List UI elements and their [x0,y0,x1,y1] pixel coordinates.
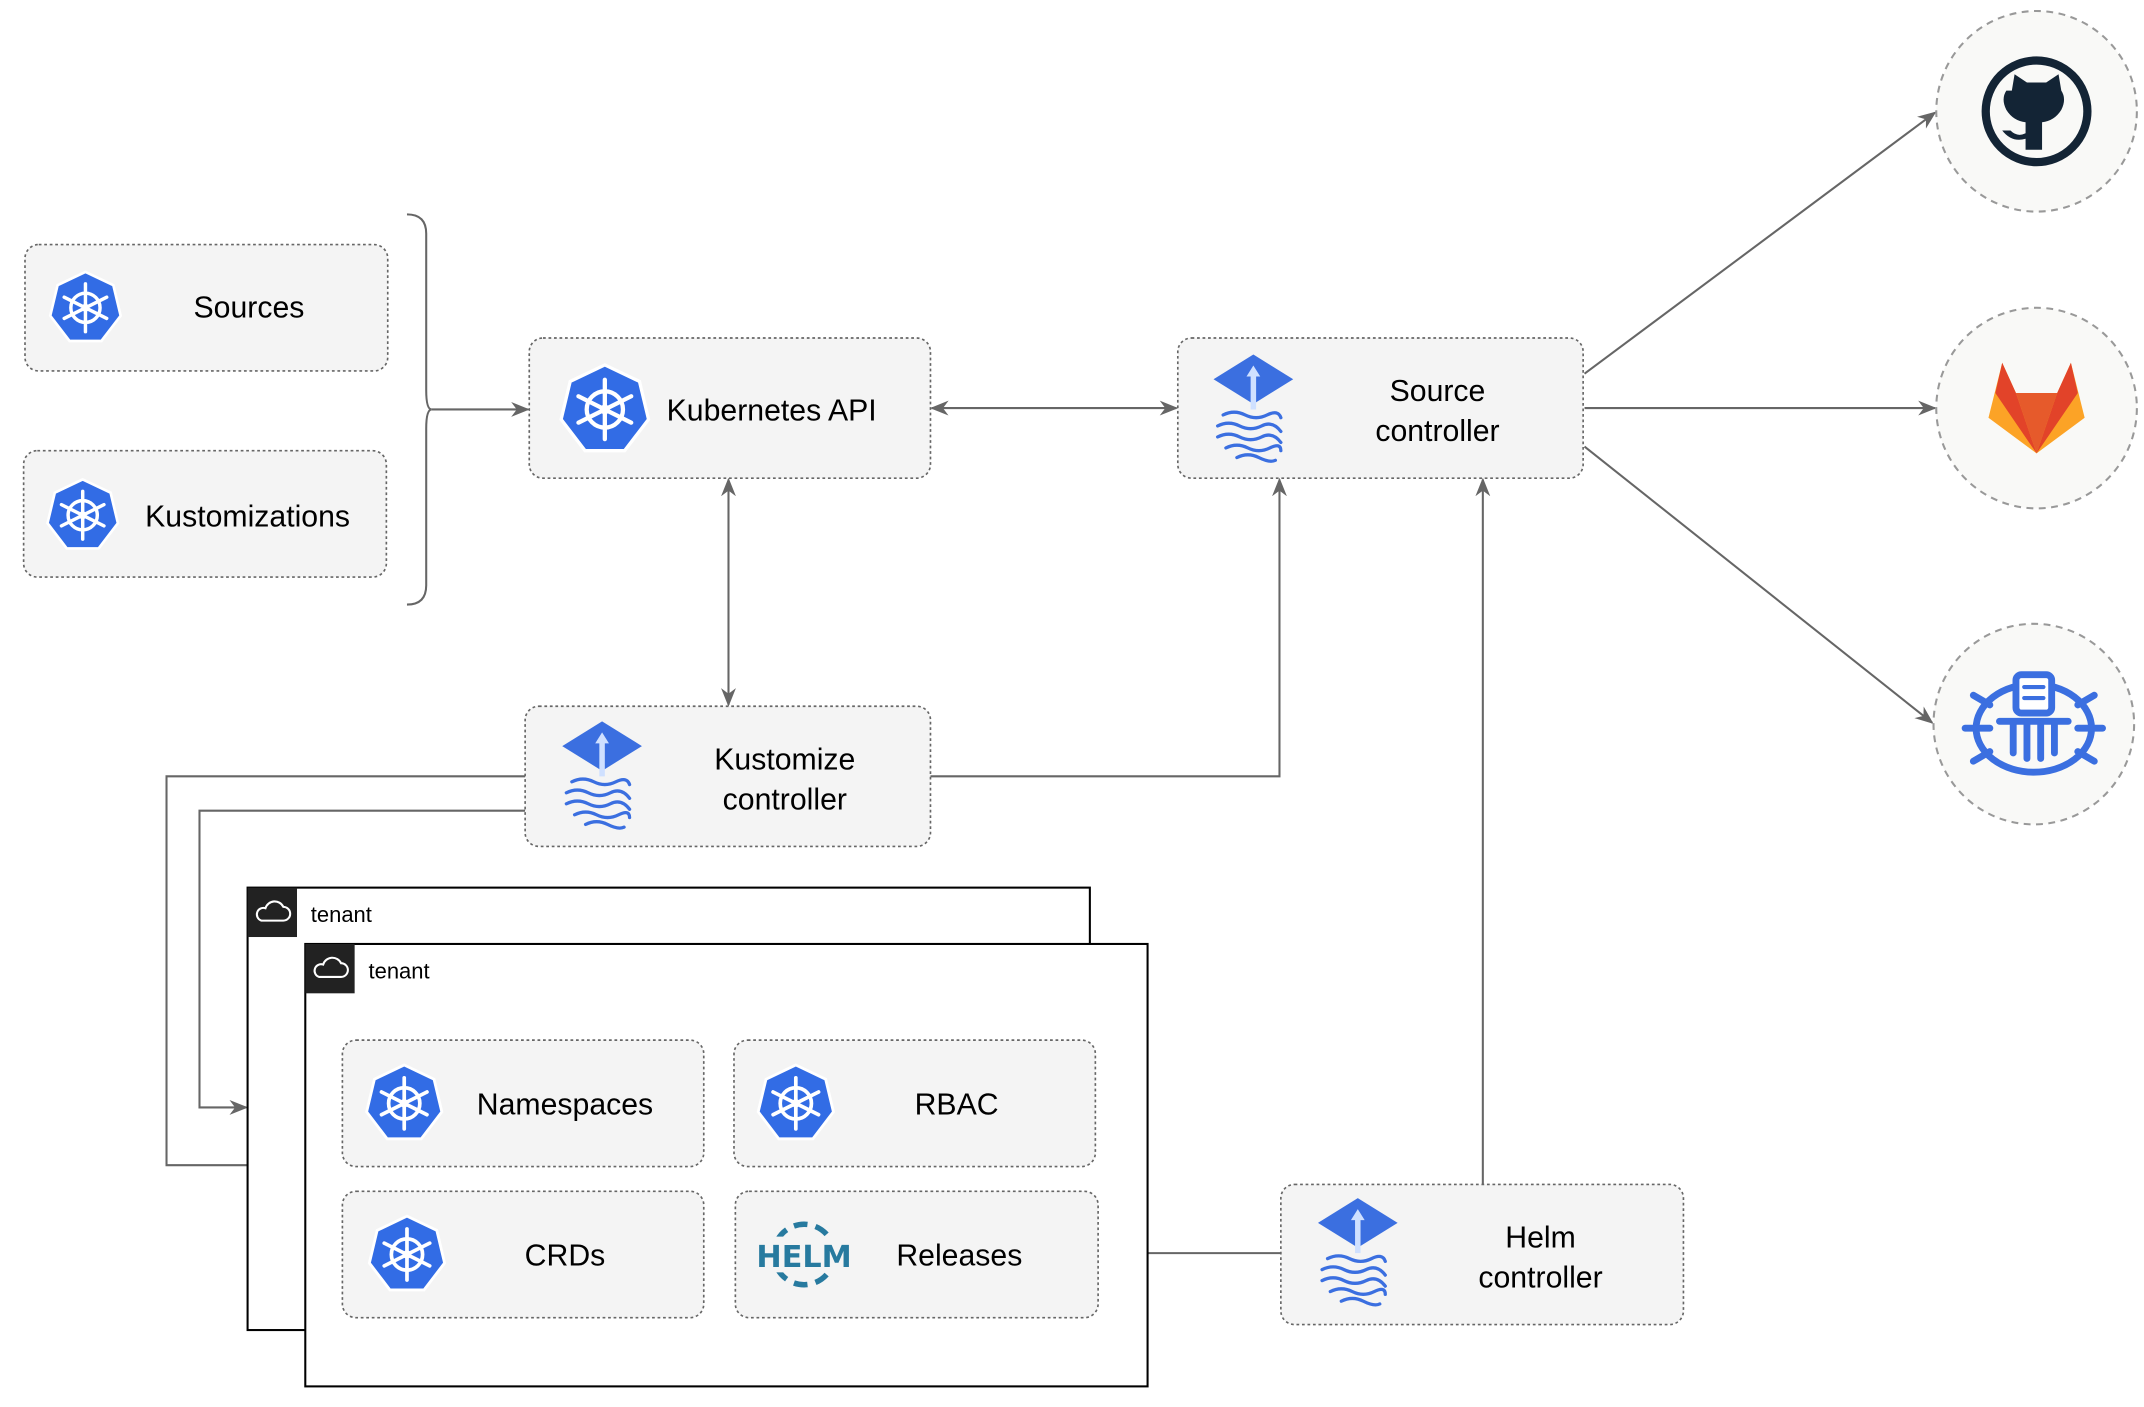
helm-controller-label-line1: Helm [1505,1222,1576,1255]
helm-icon: HELM [755,1221,853,1288]
edge-kustomize-to-source [930,477,1287,778]
kustomizations-label: Kustomizations [145,500,350,533]
svg-text:HELM: HELM [756,1240,851,1275]
kubernetes-api-label: Kubernetes API [667,394,877,427]
rbac-label: RBAC [915,1088,999,1121]
kubernetes-api-node[interactable]: Kubernetes API [528,337,932,479]
edge-kustomize-to-tenant-front [165,775,526,1173]
kubernetes-icon [367,1214,447,1292]
kustomize-controller-node[interactable]: Kustomize controller [524,705,932,848]
kubernetes-icon [561,365,648,451]
harbor-node[interactable] [1932,622,2136,826]
releases-node[interactable]: HELM Releases [734,1190,1099,1319]
github-icon [1981,56,2092,167]
brace [406,213,432,606]
edge-source-to-github [1583,111,1937,375]
crds-label: CRDs [525,1239,606,1272]
source-controller-label-line1: Source [1390,375,1486,408]
rbac-node[interactable]: RBAC [733,1039,1097,1168]
namespaces-label: Namespaces [477,1088,653,1121]
kubernetes-icon [45,477,120,551]
gitlab-node[interactable] [1935,306,2138,510]
kustomize-controller-label-line1: Kustomize [714,743,855,776]
source-controller-label-line2: controller [1375,415,1499,448]
namespaces-node[interactable]: Namespaces [341,1039,705,1168]
gitlab-icon [1988,362,2085,454]
cloud-icon [305,943,355,994]
cloud-icon [247,887,298,938]
kubernetes-icon [364,1063,444,1141]
kustomizations-node[interactable]: Kustomizations [22,449,388,578]
crds-node[interactable]: CRDs [341,1190,705,1319]
releases-label: Releases [896,1239,1022,1272]
kustomize-controller-label-line2: controller [723,783,847,816]
sources-label: Sources [194,291,305,324]
edge-kustomize-to-tenant-back [198,809,526,1115]
tenant-label: tenant [369,958,430,983]
kubernetes-icon [756,1063,836,1141]
source-controller-node[interactable]: Source controller [1176,337,1584,479]
edge-source-to-harbor [1583,445,1934,724]
helm-controller-label-line2: controller [1478,1261,1602,1294]
helm-controller-node[interactable]: Helm controller [1280,1183,1685,1326]
github-node[interactable] [1935,9,2138,213]
sources-node[interactable]: Sources [24,243,389,372]
harbor-icon [1961,671,2106,776]
tenant-label: tenant [311,902,372,927]
kubernetes-icon [48,270,123,343]
